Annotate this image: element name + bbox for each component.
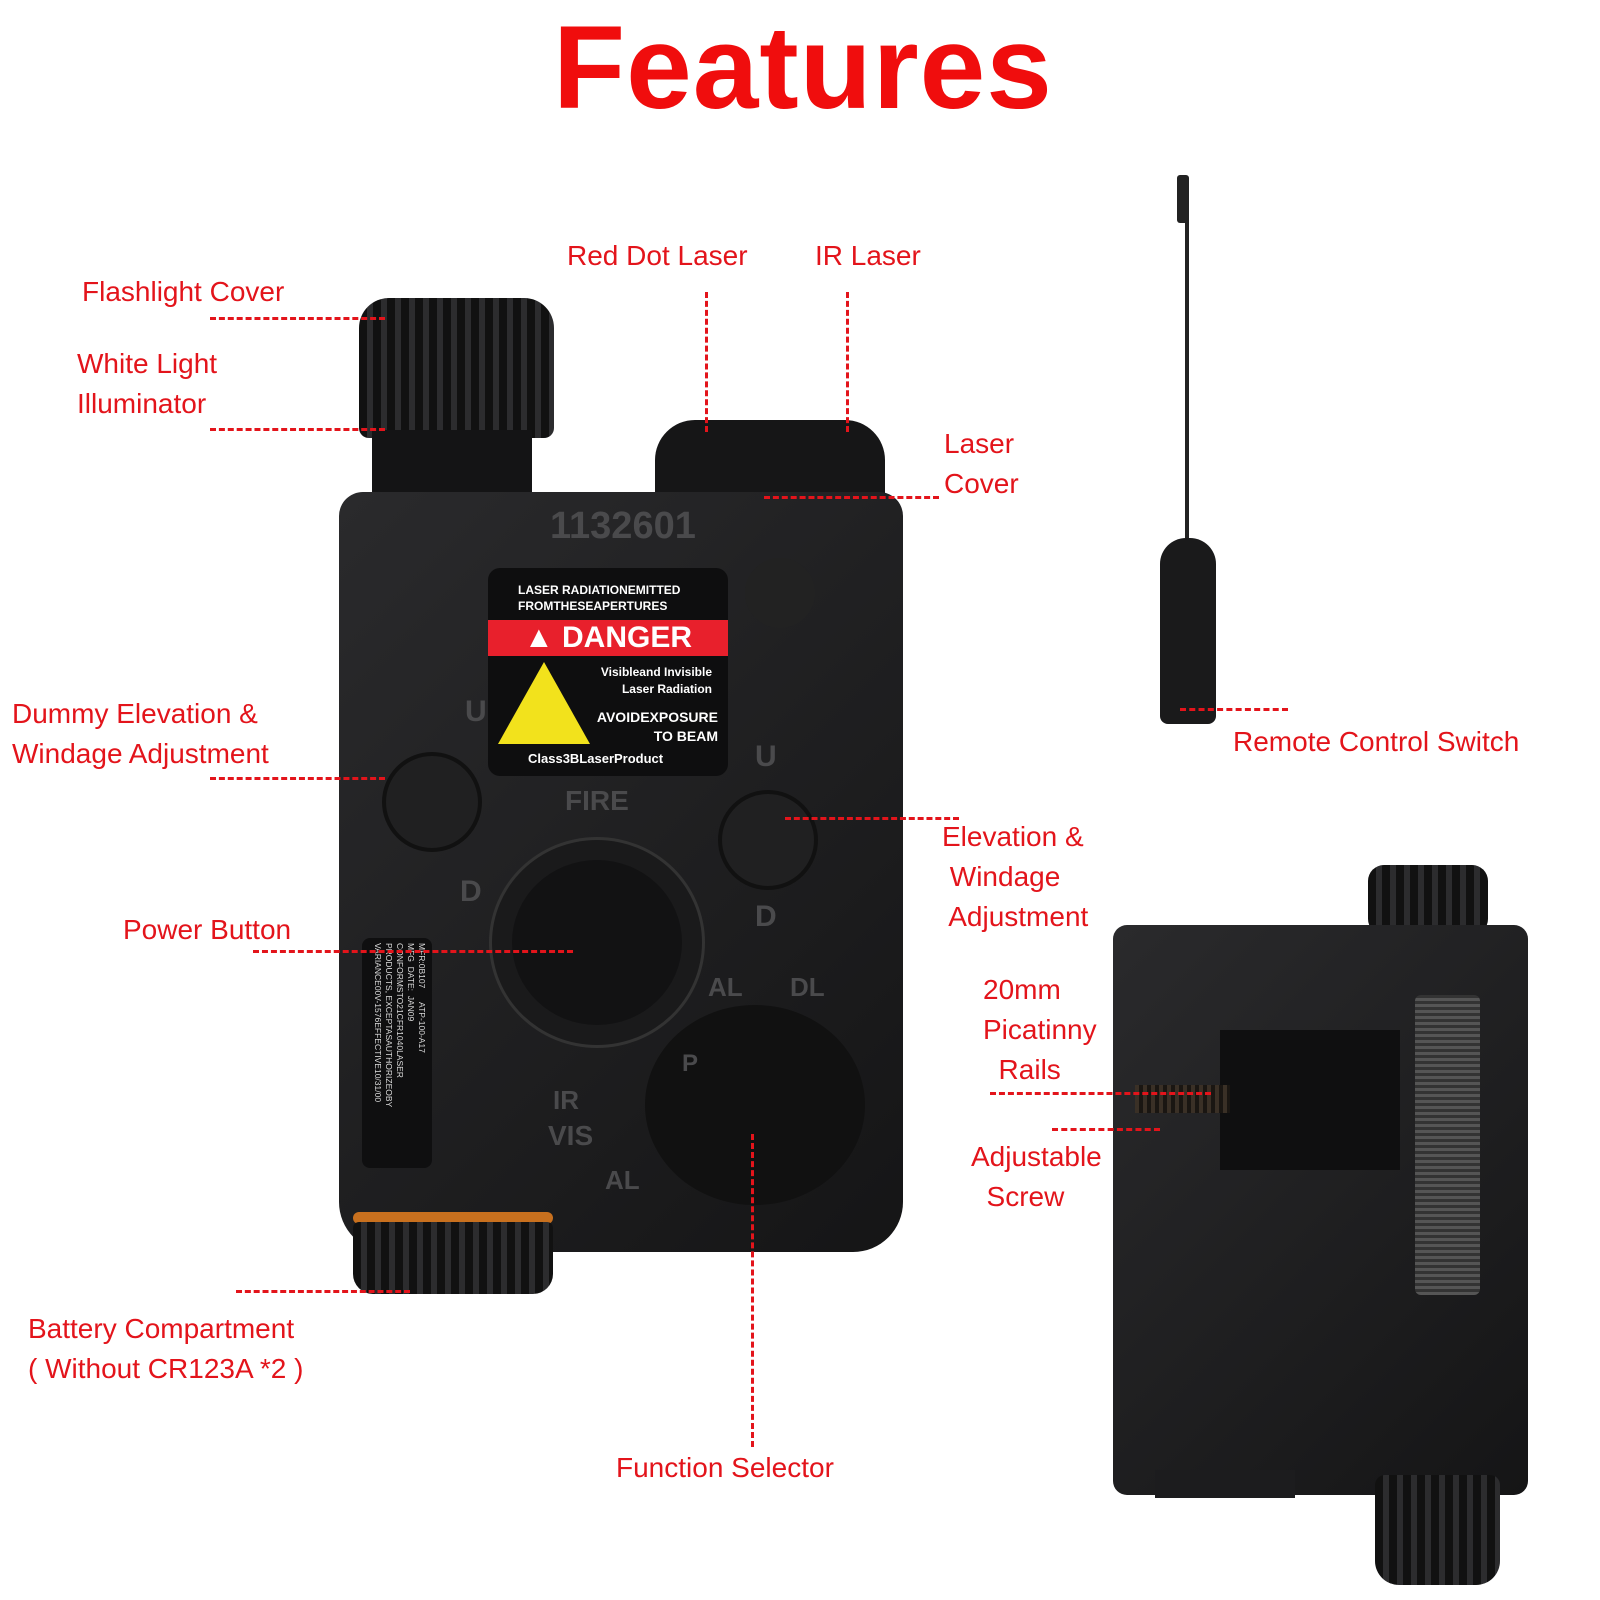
- warning-top-text: LASER RADIATIONEMITTED FROMTHESEAPERTURE…: [518, 583, 681, 613]
- side-rail-mount: [1220, 1030, 1400, 1170]
- al-text-lower: AL: [605, 1165, 640, 1195]
- remote-cord: [1185, 220, 1189, 540]
- fire-text: FIRE: [565, 785, 629, 816]
- u-text-right: U: [755, 740, 777, 773]
- ir-text: IR: [553, 1085, 579, 1115]
- side-foot: [1155, 1470, 1295, 1498]
- info-plate: MFR:0B107 ATP-100-A17 MFG DATE: JAN09 CO…: [362, 938, 432, 1168]
- remote-plug: [1177, 175, 1189, 223]
- label-remote-switch: Remote Control Switch: [1233, 726, 1520, 757]
- al-text: AL: [708, 972, 743, 1002]
- flashlight-cover: [359, 298, 554, 438]
- remote-pad: [1160, 538, 1216, 724]
- laser-hazard-icon: [498, 662, 590, 744]
- label-picatinny-rails: 20mm Picatinny Rails: [983, 974, 1097, 1085]
- label-flashlight-cover: Flashlight Cover: [82, 276, 285, 307]
- leader-dummy-elevation: [210, 777, 385, 780]
- side-top-cap: [1368, 865, 1488, 935]
- leader-red-dot-laser: [705, 292, 708, 432]
- label-function-selector: Function Selector: [616, 1452, 834, 1483]
- leader-ir-laser: [846, 292, 849, 432]
- avoid-text: AVOIDEXPOSURE TO BEAM: [596, 709, 718, 744]
- power-button: [512, 860, 682, 1025]
- serial-number: 1132601: [550, 505, 696, 547]
- page-title: Features: [553, 2, 1053, 134]
- label-elevation-windage: Elevation & Windage Adjustment: [942, 821, 1089, 932]
- function-selector: [645, 1005, 865, 1205]
- leader-flashlight-cover: [210, 317, 385, 320]
- info-plate-text: MFR:0B107 ATP-100-A17 MFG DATE: JAN09 CO…: [373, 943, 427, 1108]
- battery-ring: [353, 1212, 553, 1224]
- class-text: Class3BLaserProduct: [528, 751, 664, 766]
- dl-text: DL: [790, 972, 825, 1002]
- d-text-left: D: [460, 875, 482, 908]
- vis-text: VIS: [548, 1120, 594, 1151]
- leader-adjustable-screw: [1052, 1128, 1160, 1131]
- label-adjustable-screw: Adjustable Screw: [971, 1141, 1102, 1212]
- laser-cover-knob: [745, 558, 815, 628]
- label-laser-cover: Laser Cover: [944, 428, 1019, 499]
- label-white-light: White Light Illuminator: [77, 348, 218, 419]
- leader-function-selector: [751, 1134, 754, 1447]
- leader-elevation-windage: [785, 817, 959, 820]
- label-battery-compartment: Battery Compartment ( Without CR123A *2 …: [28, 1313, 304, 1384]
- laser-turret: [655, 420, 885, 500]
- battery-cap: [353, 1222, 553, 1294]
- adjustable-screw: [1135, 1085, 1230, 1113]
- leader-picatinny-rails: [990, 1092, 1211, 1095]
- label-ir-laser: IR Laser: [815, 240, 921, 271]
- leader-battery-compartment: [236, 1290, 410, 1293]
- p-text: P: [682, 1050, 699, 1077]
- d-text-right: D: [755, 900, 777, 933]
- label-dummy-elevation: Dummy Elevation & Windage Adjustment: [12, 698, 269, 769]
- dummy-adjustment-knob: [382, 752, 482, 852]
- elevation-windage-knob: [718, 790, 818, 890]
- leader-power-button: [253, 950, 573, 953]
- label-power-button: Power Button: [123, 914, 292, 945]
- laser-warning-label: LASER RADIATIONEMITTED FROMTHESEAPERTURE…: [488, 568, 728, 776]
- side-label-plate: [1415, 995, 1480, 1295]
- flashlight-body: [372, 430, 532, 500]
- leader-white-light: [210, 428, 385, 431]
- leader-laser-cover: [764, 496, 939, 499]
- warning-mid-text: Visibleand Invisible Laser Radiation: [600, 665, 712, 696]
- side-bottom-cap: [1375, 1475, 1500, 1585]
- u-text-left: U: [465, 695, 487, 728]
- danger-text: DANGER: [562, 621, 693, 654]
- leader-remote-switch: [1180, 708, 1288, 711]
- danger-band: ▲ DANGER: [488, 620, 728, 656]
- label-red-dot-laser: Red Dot Laser: [567, 240, 748, 271]
